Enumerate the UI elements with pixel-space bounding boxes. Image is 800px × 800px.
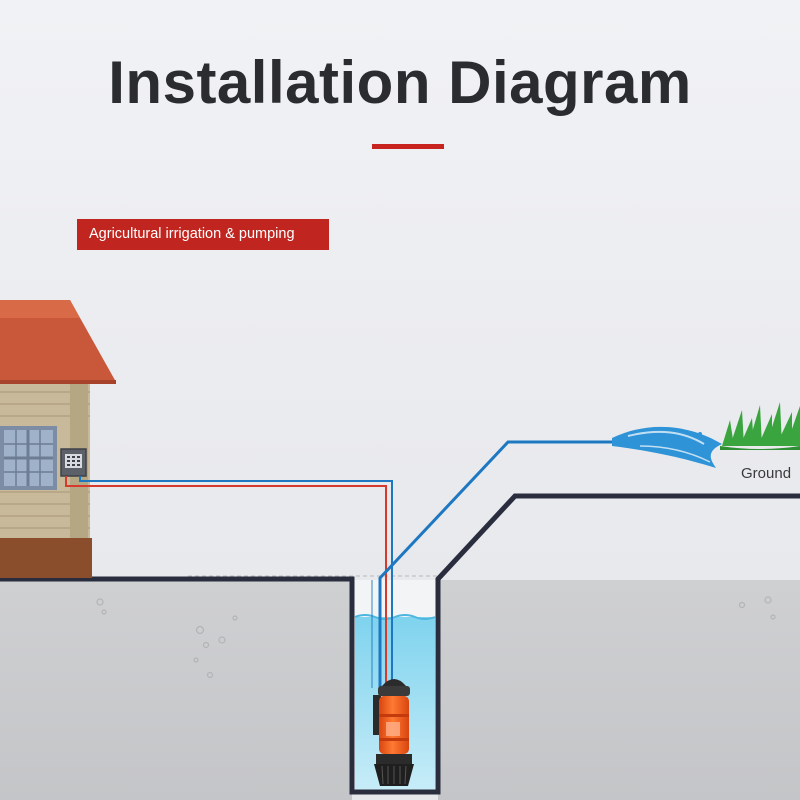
application-badge: Agricultural irrigation & pumping	[77, 219, 329, 250]
pump-icon	[373, 679, 414, 786]
house-icon	[0, 300, 116, 578]
title-underline	[372, 144, 444, 149]
outlet-pipe	[378, 440, 614, 688]
control-box-icon	[60, 448, 87, 477]
power-cable-blue	[79, 476, 393, 690]
bubbles-decoration	[96, 596, 776, 679]
grass-icon	[720, 402, 800, 450]
page-title: Installation Diagram	[108, 49, 692, 116]
power-cable-red	[65, 476, 387, 690]
ground	[0, 580, 800, 800]
water-spray-icon	[612, 426, 722, 468]
ground-outline	[0, 493, 800, 795]
ground-label: Ground	[741, 465, 792, 482]
